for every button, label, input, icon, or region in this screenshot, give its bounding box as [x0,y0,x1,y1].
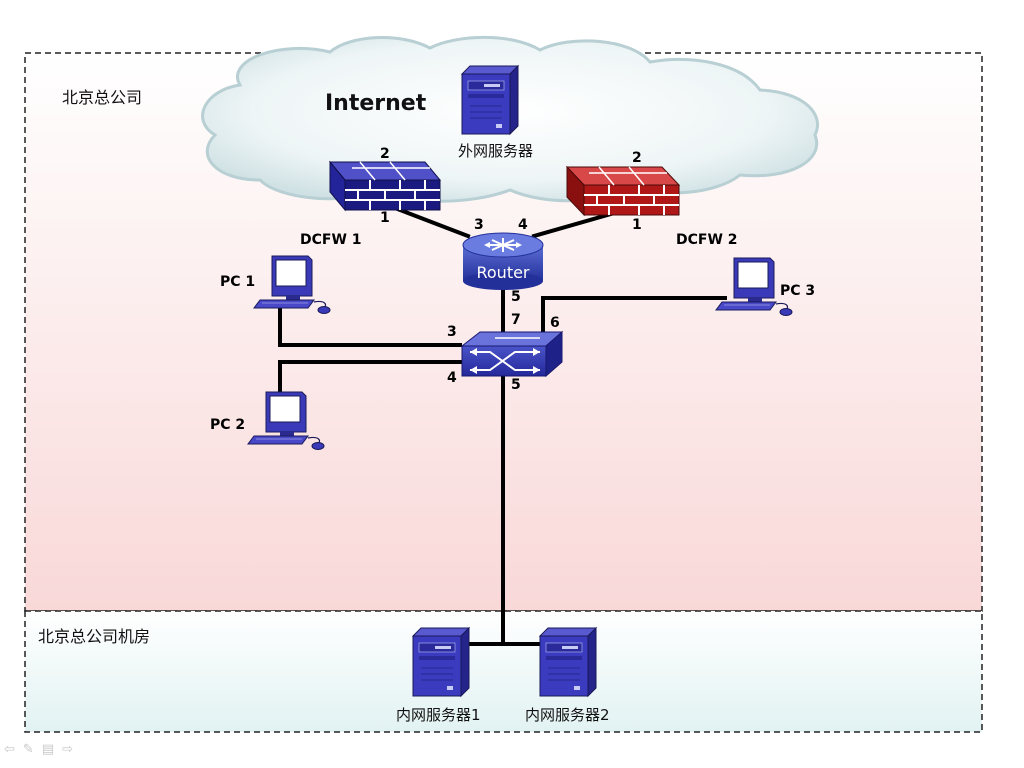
menu-icon[interactable]: ▤ [41,742,55,757]
internal-server1-icon [412,627,470,697]
prev-arrow-icon[interactable]: ⇦ [4,742,15,757]
pen-icon[interactable]: ✎ [22,742,34,757]
switch-icon [460,330,564,378]
router-icon [462,232,544,290]
dcfw1-firewall-icon [328,160,442,212]
external-server-icon [461,65,519,135]
router-label: Router [476,263,529,282]
internal-server2-label: 内网服务器2 [525,706,610,724]
router-port-left: 3 [474,217,484,233]
router-port-right: 4 [518,217,528,233]
datacenter-region-label: 北京总公司机房 [38,627,150,646]
switch-port-down: 5 [511,377,521,393]
pc2-label: PC 2 [210,417,245,433]
pc1-label: PC 1 [220,274,255,290]
dcfw2-port-bottom: 1 [632,217,642,233]
dcfw1-port-top: 2 [380,146,390,162]
external-server-label: 外网服务器 [458,142,533,160]
switch-port-pc3: 6 [550,315,560,331]
internal-server2-icon [539,627,597,697]
internal-server1-label: 内网服务器1 [396,706,481,724]
dcfw2-port-top: 2 [632,150,642,166]
dcfw2-firewall-icon [565,165,681,217]
slide-nav: ⇦ ✎ ▤ ⇨ [4,742,73,760]
dcfw1-port-bottom: 1 [380,210,390,226]
next-arrow-icon[interactable]: ⇨ [62,742,74,757]
pc3-label: PC 3 [780,283,815,299]
router-port-down: 5 [511,289,521,305]
switch-port-pc2: 4 [447,370,457,386]
switch-port-pc1: 3 [447,324,457,340]
internet-label: Internet [325,91,427,116]
dcfw2-label: DCFW 2 [676,232,738,248]
dcfw1-label: DCFW 1 [300,232,362,248]
hq-region-label: 北京总公司 [62,88,142,107]
switch-port-up: 7 [511,312,521,328]
